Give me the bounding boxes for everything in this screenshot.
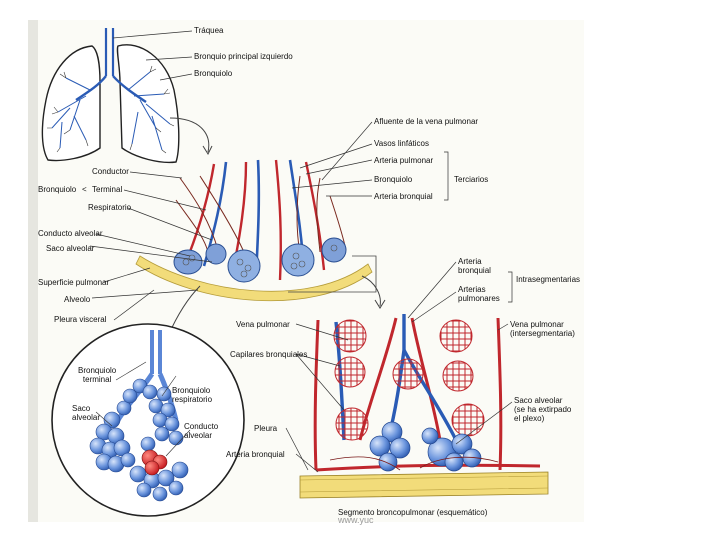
label-bronquiolo-top: Bronquiolo — [194, 69, 233, 78]
alveoli-cluster-left — [89, 378, 148, 473]
label-alveolo: Alveolo — [64, 295, 91, 304]
label-segmento-broncopulmonar: Segmento broncopulmonar (esquemático) — [338, 508, 488, 517]
label-terminal: Terminal — [92, 185, 123, 194]
label-bronquiolo-terminal-line2: terminal — [82, 375, 112, 384]
label-arteria-bronquial-2-line1: Arteria — [458, 257, 482, 266]
label-conducto-alveolar-circle: Conducto alveolar — [184, 422, 218, 440]
label-vasos-linfaticos: Vasos linfáticos — [374, 139, 429, 148]
zoom-arrow-1 — [169, 117, 210, 153]
highlighted-alveolar-sac — [141, 449, 168, 476]
label-arterias-pulmonares-line2: pulmonares — [458, 294, 500, 303]
right-lung-outline — [41, 45, 101, 162]
label-pleura-visceral: Pleura visceral — [54, 315, 107, 324]
label-arteria-pulmonar: Arteria pulmonar — [374, 156, 434, 165]
bronchopulmonary-segment — [299, 314, 549, 499]
label-arterias-pulmonares: Arterias pulmonares — [458, 285, 500, 303]
bracket-less-than: < — [82, 185, 87, 194]
label-saco-alveolar: Saco alveolar — [46, 244, 95, 253]
lungs-overview — [41, 28, 180, 164]
left-lung-outline — [116, 44, 180, 164]
label-saco-alveolar-r-line1: Saco alveolar — [514, 396, 563, 405]
leader-lines-segment — [285, 261, 513, 473]
label-conducto-alveolar-c-line1: Conducto — [184, 422, 219, 431]
label-vena-pulmonar: Vena pulmonar — [236, 320, 290, 329]
pleura-band — [299, 471, 549, 499]
label-saco-alveolar-circle: Saco alveolar — [72, 404, 100, 422]
label-arteria-bronquial-2: Arteria bronquial — [458, 257, 491, 275]
label-bronquiolo-respiratorio-line1: Bronquiolo — [172, 386, 211, 395]
label-bronquiolo-left: Bronquiolo — [38, 185, 77, 194]
watermark: www.yuc — [338, 515, 374, 525]
label-bronquiolo-respiratorio-line2: respiratorio — [172, 395, 213, 404]
label-respiratorio: Respiratorio — [88, 203, 132, 212]
label-arteria-bronquial-3: Arteria bronquial — [226, 450, 285, 459]
bronchiole-fan — [135, 159, 373, 302]
label-arteria-bronquial-2-line2: bronquial — [458, 266, 491, 275]
pleural-surface-band — [135, 255, 373, 302]
label-bronquiolo-terminal-line1: Bronquiolo — [78, 366, 117, 375]
fan-alveolar-clusters — [173, 237, 347, 283]
label-conducto-alveolar: Conducto alveolar — [38, 229, 103, 238]
label-bronquiolo-terminal: Bronquiolo terminal — [78, 366, 116, 384]
label-traquea: Tráquea — [194, 26, 224, 35]
zoom-bracket — [288, 255, 377, 293]
plate-edge-shadow — [28, 20, 38, 522]
label-saco-alveolar-c-line1: Saco — [72, 404, 91, 413]
label-terciarios: Terciarios — [454, 175, 489, 184]
alveolar-sacs-right — [369, 421, 482, 472]
label-saco-alveolar-r-line3: el plexo) — [514, 414, 545, 423]
capillary-plexus-clusters — [333, 319, 485, 441]
leader-lines-top — [112, 30, 193, 81]
leader-lines-cone-right — [291, 121, 449, 201]
label-arterias-pulmonares-line1: Arterias — [458, 285, 486, 294]
label-afluente-vena-pulmonar: Afluente de la vena pulmonar — [374, 117, 479, 126]
label-intrasegmentarias: Intrasegmentarias — [516, 275, 581, 284]
leader-lines-cone-left — [89, 171, 213, 321]
label-conducto-alveolar-c-line2: alveolar — [184, 431, 213, 440]
label-bronquiolo-respiratorio: Bronquiolo respiratorio — [172, 386, 212, 404]
trachea — [104, 28, 115, 76]
label-vena-pulmonar-inter-line2: (intersegmentaria) — [510, 329, 575, 338]
label-vena-pulmonar-inter-line1: Vena pulmonar — [510, 320, 564, 329]
label-conductor: Conductor — [92, 167, 129, 176]
label-bronquiolo-mid: Bronquiolo — [374, 175, 413, 184]
label-capilares-bronquiales: Capilares bronquiales — [230, 350, 308, 359]
label-vena-pulmonar-intersegmentaria: Vena pulmonar (intersegmentaria) — [510, 320, 575, 338]
zoom-arrow-2 — [361, 275, 381, 307]
label-arteria-bronquial: Arteria bronquial — [374, 192, 433, 201]
label-saco-alveolar-right: Saco alveolar (se ha extirpado el plexo) — [514, 396, 571, 423]
label-saco-alveolar-r-line2: (se ha extirpado — [514, 405, 572, 414]
terminal-bronchiole-zoom — [51, 323, 245, 517]
label-saco-alveolar-c-line2: alveolar — [72, 413, 101, 422]
label-bronquio-principal-izquierdo: Bronquio principal izquierdo — [194, 52, 293, 61]
label-pleura: Pleura — [254, 424, 278, 433]
label-superficie-pulmonar: Superficie pulmonar — [38, 278, 110, 287]
